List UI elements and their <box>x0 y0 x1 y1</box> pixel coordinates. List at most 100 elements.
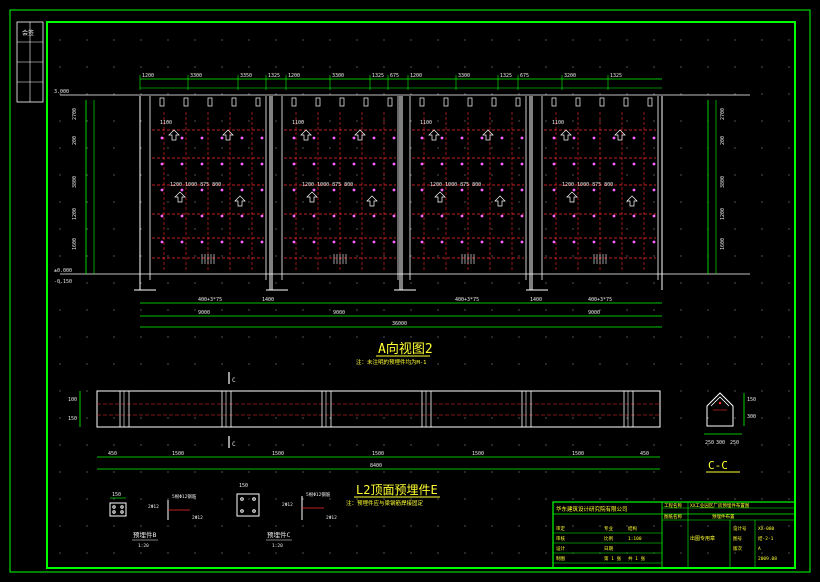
grid-dot <box>464 363 466 365</box>
top-dim-label: 3200 <box>564 73 576 79</box>
beam-dim-label: 1500 <box>372 451 384 457</box>
grid-dot <box>167 363 169 365</box>
grid-dot <box>572 363 574 365</box>
grid-dot <box>356 201 358 203</box>
beam-plate <box>119 390 130 428</box>
grid-dot <box>356 309 358 311</box>
grid-dot <box>491 525 493 527</box>
grid-dot <box>491 93 493 95</box>
embedded-plate <box>500 136 504 140</box>
grid-dot <box>275 39 277 41</box>
grid-dot <box>410 336 412 338</box>
grid-dot <box>275 309 277 311</box>
embedded-plate <box>552 188 556 192</box>
grid-dot <box>356 552 358 554</box>
grid-dot <box>788 498 790 500</box>
grid-dot <box>734 309 736 311</box>
detail-b-dim: 150 <box>112 492 121 498</box>
grid-dot <box>113 174 115 176</box>
grid-dot <box>248 471 250 473</box>
grid-dot <box>410 66 412 68</box>
grid-dot <box>572 309 574 311</box>
embedded-plate <box>592 136 596 140</box>
grid-dot <box>599 363 601 365</box>
embedded-plate <box>440 214 444 218</box>
grid-dot <box>545 417 547 419</box>
grid-dot <box>491 552 493 554</box>
grid-dot <box>491 498 493 500</box>
embedded-plate <box>552 214 556 218</box>
beam-plate <box>421 390 432 428</box>
detail-c: 150 5根Φ12钢筋 2Φ12 2Φ12 预埋件C 1:20 <box>236 483 337 549</box>
embedded-plate <box>372 136 376 140</box>
grid-dot <box>545 552 547 554</box>
embedded-plate <box>220 188 224 192</box>
embedded-plate <box>332 214 336 218</box>
embedded-plate <box>312 188 316 192</box>
beam-embedded-plates <box>119 390 634 428</box>
grid-dot <box>599 444 601 446</box>
grid-dot <box>761 228 763 230</box>
grid-dot <box>545 147 547 149</box>
grid-dot <box>194 174 196 176</box>
top-dim-label: 1325 <box>610 73 622 79</box>
grid-dot <box>734 552 736 554</box>
grid-dot <box>491 174 493 176</box>
embedded-plate <box>392 188 396 192</box>
side-strip: 会签 <box>16 21 44 103</box>
grid-dot <box>113 255 115 257</box>
grid-dot <box>491 417 493 419</box>
beam-plate <box>623 390 634 428</box>
grid-dot <box>248 363 250 365</box>
embedded-plate <box>420 136 424 140</box>
grid-dot <box>59 120 61 122</box>
grid-dot <box>221 228 223 230</box>
beam-stub <box>551 97 557 107</box>
grid-dot <box>761 255 763 257</box>
section-dim-3: 250 <box>730 440 739 446</box>
embedded-plate <box>572 162 576 166</box>
section-dim-2: 300 <box>716 440 725 446</box>
grid-dot <box>626 255 628 257</box>
grid-dot <box>194 498 196 500</box>
grid-dot <box>653 228 655 230</box>
bay-dim-2: 9000 <box>333 310 345 316</box>
grid-dot <box>464 228 466 230</box>
grid-dot <box>707 525 709 527</box>
embedded-plate <box>552 162 556 166</box>
grid-dot <box>329 471 331 473</box>
grid-dot <box>302 417 304 419</box>
grid-dot <box>221 498 223 500</box>
section-mark-bottom: C <box>232 441 236 448</box>
grid-dot <box>734 255 736 257</box>
grid-dot <box>221 120 223 122</box>
grid-dot <box>410 201 412 203</box>
grid-dot <box>248 147 250 149</box>
grid-dot <box>113 39 115 41</box>
grid-dot <box>653 525 655 527</box>
bay-small-label: 1100 <box>420 120 432 126</box>
embedded-plate <box>160 162 164 166</box>
embedded-plate <box>180 188 184 192</box>
bay-small-label: 1100 <box>552 120 564 126</box>
grid-dot <box>329 417 331 419</box>
grid-dot <box>680 174 682 176</box>
grid-dot <box>518 66 520 68</box>
grid-dot <box>113 525 115 527</box>
grid-dot <box>167 120 169 122</box>
section-dim-1: 250 <box>705 440 714 446</box>
grid-dot <box>275 363 277 365</box>
beam-stub <box>647 97 653 107</box>
bottom-dim-5: 400+3*75 <box>588 297 612 303</box>
grid-dot <box>59 498 61 500</box>
grid-dot <box>788 282 790 284</box>
grid-dot <box>707 444 709 446</box>
grid-dot <box>383 282 385 284</box>
arrow-mark <box>366 195 378 207</box>
grid-dot <box>437 282 439 284</box>
detail-c-weld: 2Φ12 <box>282 502 293 508</box>
grid-dot <box>545 336 547 338</box>
grid-dot <box>194 552 196 554</box>
